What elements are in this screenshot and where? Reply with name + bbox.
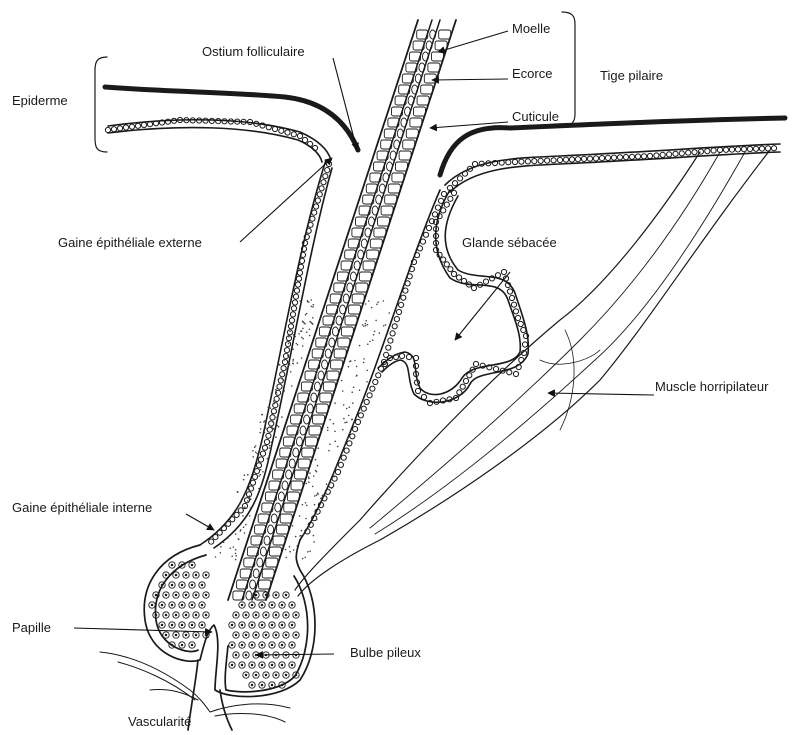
leader-gaine-interne xyxy=(186,514,214,530)
label-moelle: Moelle xyxy=(512,21,550,36)
tige-pilaire-bracket xyxy=(562,12,575,126)
label-papille: Papille xyxy=(12,620,51,635)
epidermis-surface xyxy=(105,87,785,192)
leader-glande xyxy=(455,272,510,340)
label-epiderme: Epiderme xyxy=(12,93,68,108)
leader-bulbe xyxy=(256,654,334,655)
leader-gaine-externe xyxy=(240,158,332,242)
label-muscle: Muscle horripilateur xyxy=(655,379,769,394)
leader-ecorce xyxy=(432,79,508,80)
epiderme-bracket xyxy=(95,57,107,152)
arrector-pili-muscle xyxy=(295,150,770,596)
label-cuticule: Cuticule xyxy=(512,109,559,124)
label-glande: Glande sébacée xyxy=(462,235,557,250)
label-gaine-interne: Gaine épithéliale interne xyxy=(12,500,152,515)
label-bulbe: Bulbe pileux xyxy=(350,645,421,660)
label-gaine-externe: Gaine épithéliale externe xyxy=(58,235,202,250)
label-tige: Tige pilaire xyxy=(600,68,663,83)
label-vascularite: Vascularité xyxy=(128,714,191,729)
hair-shaft xyxy=(228,20,456,600)
hair-bulb xyxy=(144,540,315,730)
leader-muscle xyxy=(548,393,654,395)
leader-ostium xyxy=(333,58,357,150)
label-ecorce: Ecorce xyxy=(512,66,552,81)
label-ostium: Ostium folliculaire xyxy=(202,44,305,59)
leader-papille xyxy=(74,628,212,632)
